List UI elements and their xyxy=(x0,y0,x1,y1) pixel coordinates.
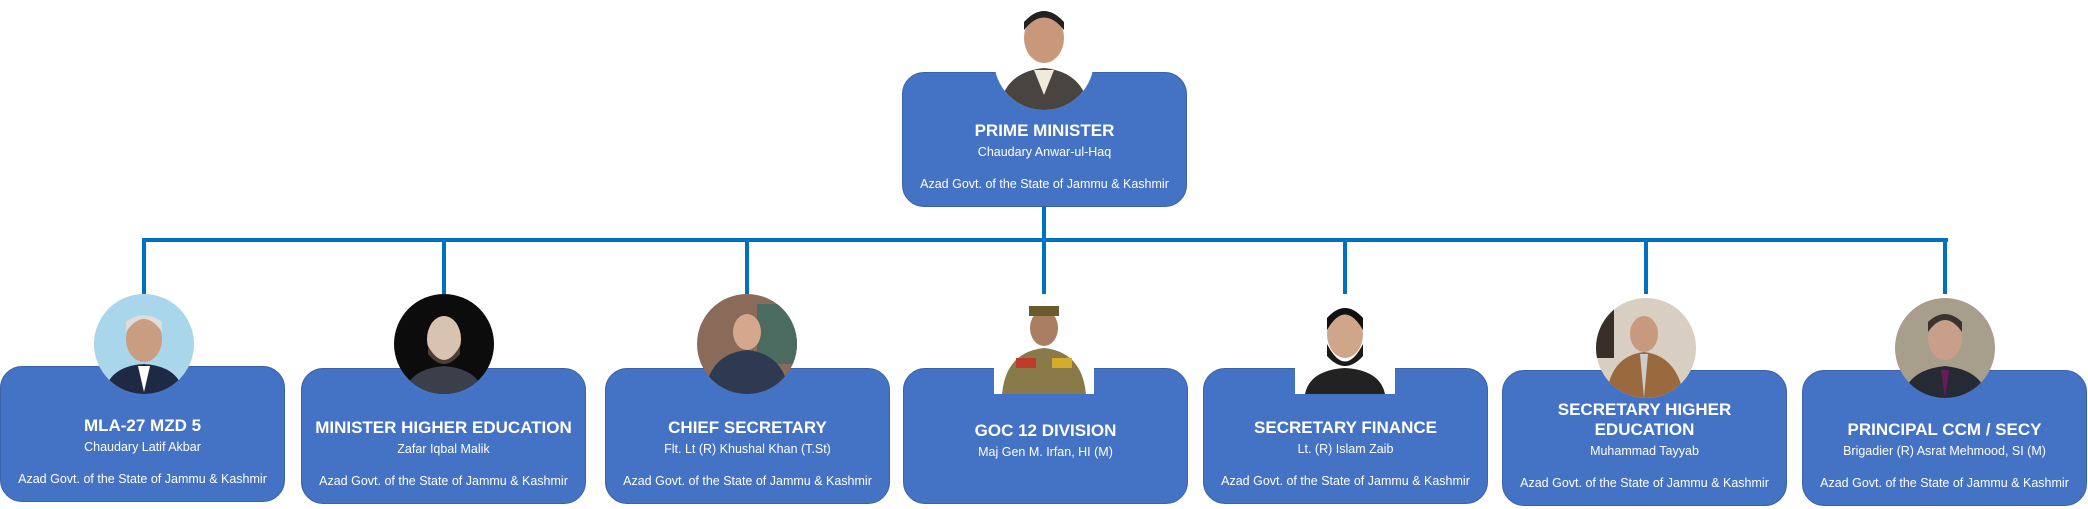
connector-drop xyxy=(1343,238,1347,294)
connector-drop xyxy=(745,238,749,294)
organization: Azad Govt. of the State of Jammu & Kashm… xyxy=(18,472,267,486)
person-name: Chaudary Latif Akbar xyxy=(84,440,201,454)
person-photo xyxy=(1596,298,1696,398)
connector-drop xyxy=(1943,238,1947,294)
person-name: Flt. Lt (R) Khushal Khan (T.St) xyxy=(664,442,831,456)
person-photo xyxy=(994,294,1094,394)
role-title: MLA-27 MZD 5 xyxy=(83,416,202,435)
role-title: GOC 12 DIVISION xyxy=(974,421,1117,440)
role-title: PRIME MINISTER xyxy=(974,121,1115,140)
person-name: Zafar Iqbal Malik xyxy=(397,442,490,456)
role-title: MINISTER HIGHER EDUCATION xyxy=(315,418,572,437)
root-photo xyxy=(994,0,1094,110)
person-photo xyxy=(94,294,194,394)
person-photo xyxy=(1295,294,1395,394)
person-photo xyxy=(697,294,797,394)
person-photo xyxy=(1895,298,1995,398)
role-title: CHIEF SECRETARY xyxy=(668,418,827,437)
connector-drop xyxy=(1042,238,1046,294)
role-title: SECRETARY FINANCE xyxy=(1254,418,1437,437)
person-name: Lt. (R) Islam Zaib xyxy=(1297,442,1394,456)
organization: Azad Govt. of the State of Jammu & Kashm… xyxy=(1820,476,2069,490)
connector-drop xyxy=(142,238,146,294)
role-title: PRINCIPAL CCM / SECY xyxy=(1847,420,2042,439)
organization: Azad Govt. of the State of Jammu & Kashm… xyxy=(1221,474,1470,488)
person-name: Chaudary Anwar-ul-Haq xyxy=(977,145,1112,159)
org-box[interactable]: MINISTER HIGHER EDUCATION Zafar Iqbal Ma… xyxy=(301,368,586,504)
person-name: Maj Gen M. Irfan, HI (M) xyxy=(978,445,1113,459)
organization: Azad Govt. of the State of Jammu & Kashm… xyxy=(1520,476,1769,490)
connector-drop xyxy=(442,238,446,294)
person-name: Brigadier (R) Asrat Mehmood, SI (M) xyxy=(1843,444,2046,458)
organization: Azad Govt. of the State of Jammu & Kashm… xyxy=(623,474,872,488)
person-name: Muhammad Tayyab xyxy=(1590,444,1699,458)
connector-drop xyxy=(1644,238,1648,294)
organization: Azad Govt. of the State of Jammu & Kashm… xyxy=(319,474,568,488)
role-title: SECRETARY HIGHER EDUCATION xyxy=(1557,400,1732,439)
person-photo xyxy=(394,294,494,394)
connector-root-down xyxy=(1042,205,1046,242)
org-box[interactable]: SECRETARY FINANCE Lt. (R) Islam Zaib Aza… xyxy=(1203,368,1488,504)
organization: Azad Govt. of the State of Jammu & Kashm… xyxy=(920,177,1169,191)
